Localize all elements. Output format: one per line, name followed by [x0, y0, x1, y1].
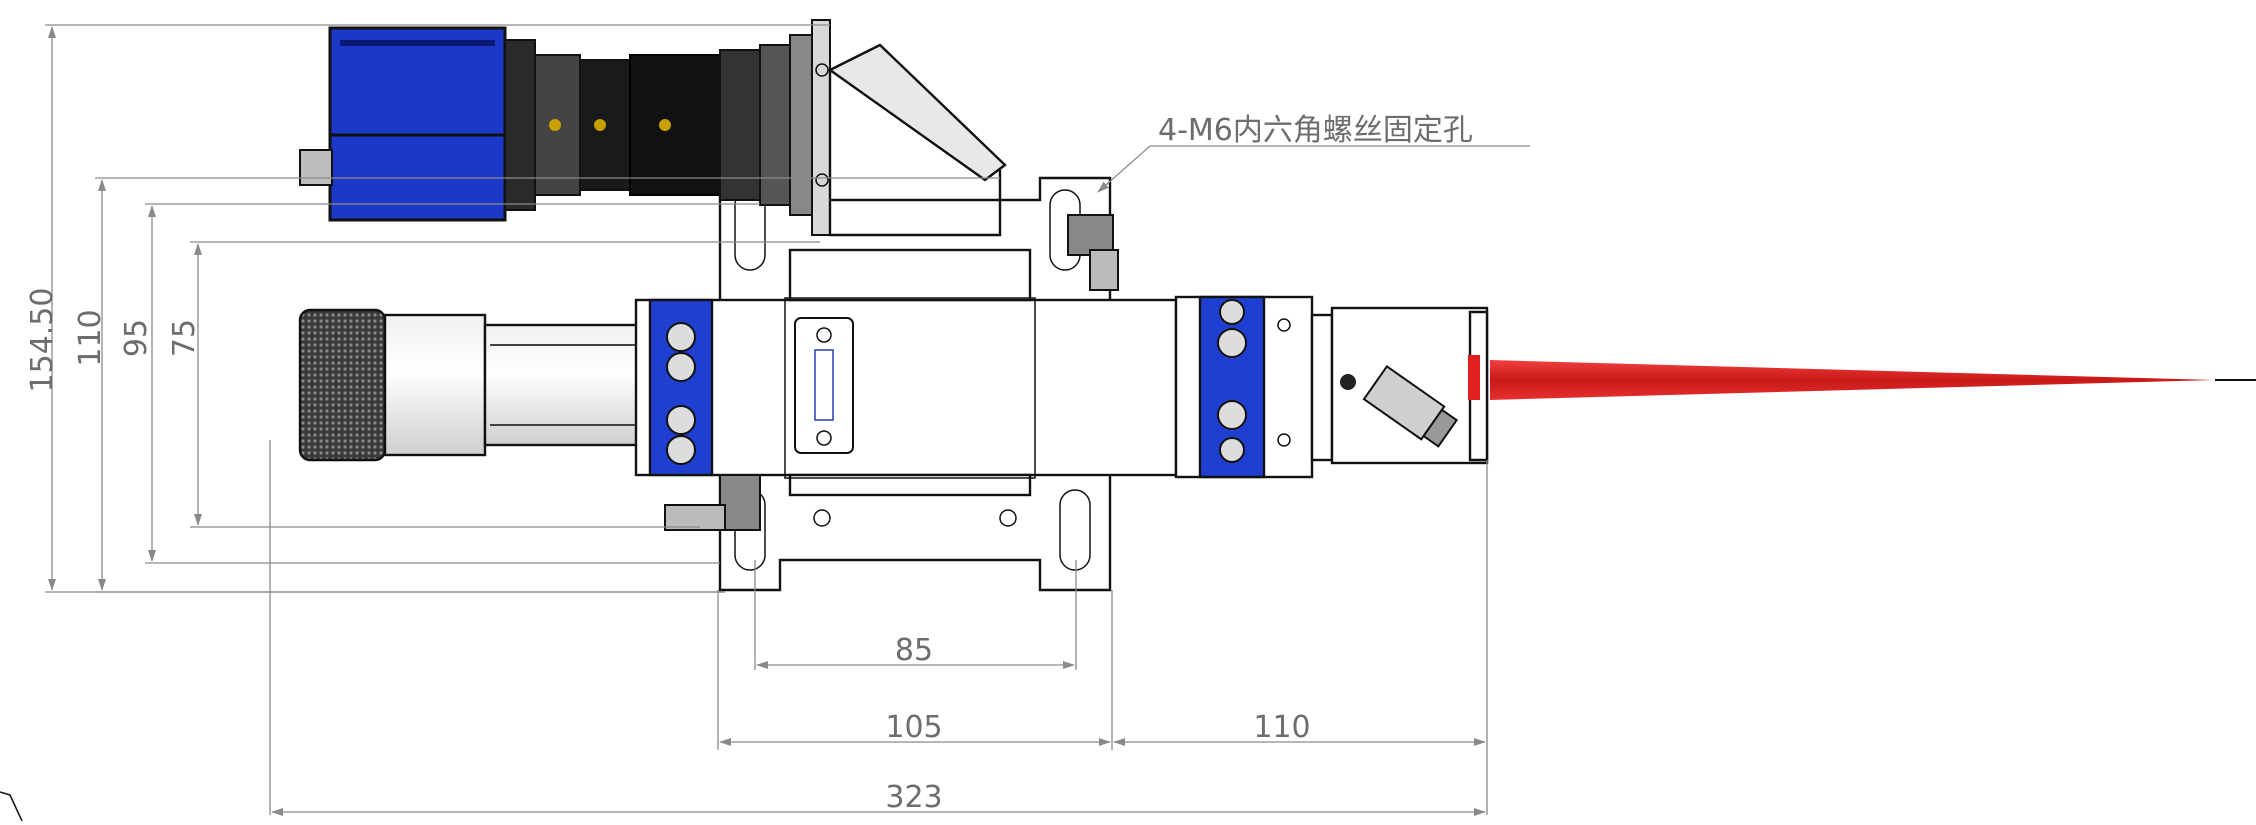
dimension-overall-height: 154.50	[25, 26, 60, 591]
mounting-hole-callout: 4-M6内六角螺丝固定孔	[1097, 113, 1530, 193]
dimension-label: 323	[885, 780, 942, 815]
dimension-label: 75	[167, 319, 202, 357]
dimension-label: 110	[73, 309, 108, 366]
dimension-label: 85	[895, 633, 933, 668]
dimension-label: 95	[119, 319, 154, 357]
extension-lines	[45, 24, 1488, 815]
dimension-mount-width: 105	[719, 710, 1111, 746]
camera-assembly	[299, 19, 1007, 237]
dimension-height-95: 95	[119, 205, 156, 562]
callout-text: 4-M6内六角螺丝固定孔	[1158, 113, 1473, 148]
dimension-label: 110	[1253, 710, 1310, 745]
dimension-label: 154.50	[25, 288, 60, 393]
laser-head-body	[298, 214, 1489, 531]
dimension-height-110: 110	[73, 179, 108, 591]
laser-beam	[1490, 360, 2256, 400]
dimension-overall-length: 323	[271, 780, 1486, 816]
dimension-nozzle-length: 110	[1113, 710, 1486, 746]
dimension-height-75: 75	[167, 243, 202, 526]
corner-mark	[0, 791, 23, 822]
dimension-hole-spacing: 85	[756, 633, 1075, 669]
dimension-label: 105	[885, 710, 942, 745]
